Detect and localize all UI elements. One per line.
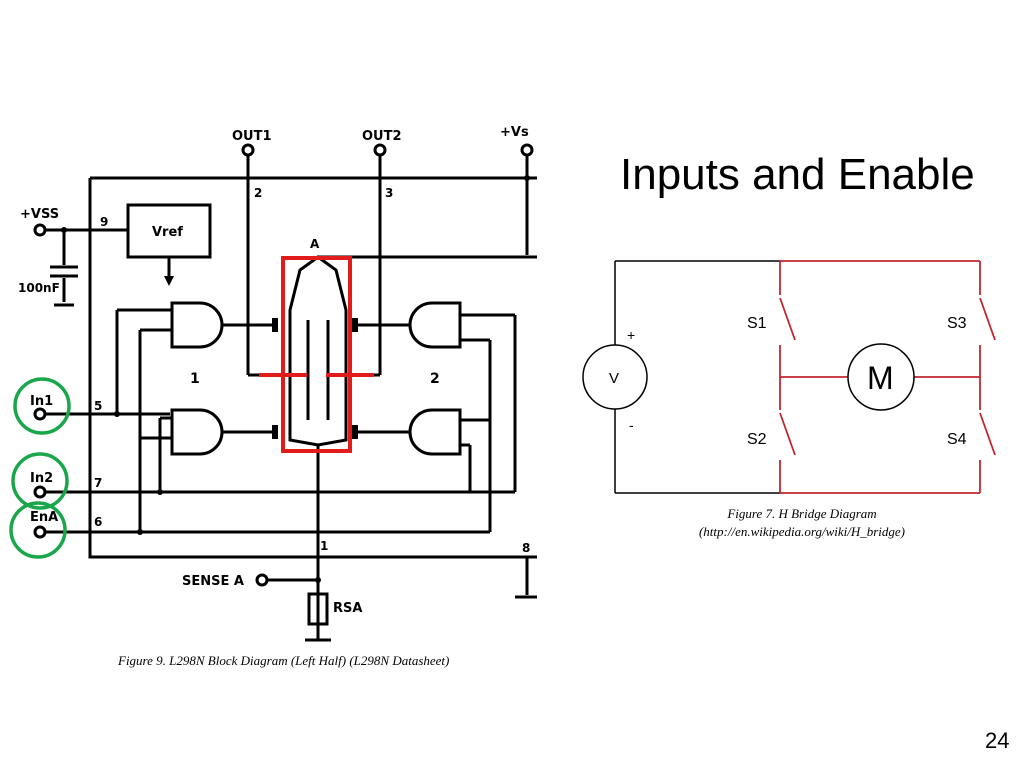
label-pin-3: 3	[385, 186, 393, 200]
minus-label: -	[629, 417, 634, 433]
label-vs: +Vs	[500, 125, 529, 140]
switch-s4	[979, 412, 996, 456]
label-pin-8: 8	[522, 541, 530, 555]
switch-s2	[779, 412, 796, 456]
slide-title: Inputs and Enable	[620, 150, 975, 199]
label-pin-2: 2	[254, 186, 262, 200]
in1-highlight-circle	[13, 377, 71, 435]
label-ena: EnA	[30, 510, 58, 525]
label-sense-a: SENSE A	[182, 574, 244, 589]
s4-label: S4	[947, 431, 967, 448]
switch-s1	[779, 297, 796, 341]
h-bridge-diagram: V + - M S1 S2 S3 S4	[582, 260, 996, 494]
label-pin-9: 9	[100, 215, 108, 229]
label-vref: Vref	[152, 225, 183, 240]
label-out2: OUT2	[362, 129, 402, 144]
label-node-a: A	[310, 237, 320, 251]
ena-highlight-circle	[9, 501, 67, 559]
page-number: 24	[985, 728, 1010, 753]
s1-label: S1	[747, 315, 767, 332]
label-vss: +VSS	[20, 207, 59, 222]
label-gate-group-1: 1	[190, 371, 200, 387]
switch-s3	[979, 297, 996, 341]
label-pin-5: 5	[94, 399, 102, 413]
label-gate-group-2: 2	[430, 371, 440, 387]
label-rsa: RSA	[333, 601, 362, 616]
figure-7-caption: Figure 7. H Bridge Diagram (http://en.wi…	[612, 505, 992, 541]
source-label: V	[609, 370, 619, 387]
label-pin-6: 6	[94, 515, 102, 529]
label-out1: OUT1	[232, 129, 272, 144]
motor-label: M	[867, 360, 894, 396]
motor	[847, 343, 915, 411]
s3-label: S3	[947, 315, 967, 332]
figure-7-caption-line2: (http://en.wikipedia.org/wiki/H_bridge)	[698, 524, 906, 539]
label-in2: In2	[30, 471, 53, 486]
plus-label: +	[627, 327, 635, 343]
voltage-source	[582, 344, 648, 410]
label-pin-1: 1	[320, 539, 328, 553]
in2-highlight-circle	[11, 452, 69, 510]
l298n-block-diagram: OUT1 OUT2 +Vs +VSS Vref 100nF In1 In2 En…	[9, 125, 537, 642]
figure-7-caption-line1: Figure 7. H Bridge Diagram	[727, 506, 877, 521]
s2-label: S2	[747, 431, 767, 448]
label-100nf: 100nF	[18, 281, 60, 295]
label-in1: In1	[30, 394, 53, 409]
figure-9-caption: Figure 9. L298N Block Diagram (Left Half…	[118, 653, 450, 668]
transistor-highlight-box	[281, 256, 352, 453]
label-pin-7: 7	[94, 476, 102, 490]
